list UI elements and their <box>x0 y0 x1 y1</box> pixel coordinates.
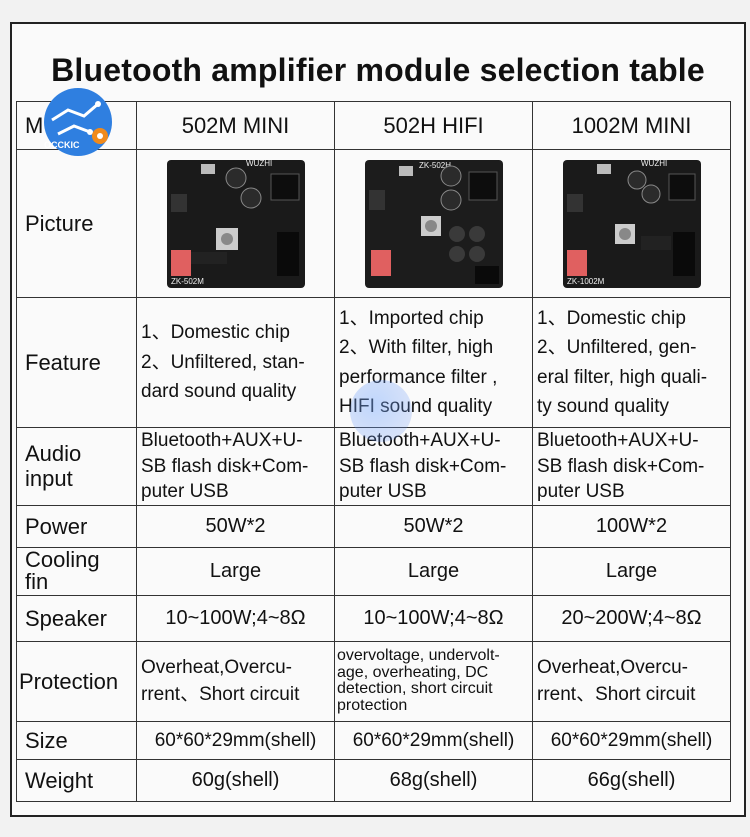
svg-text:WUZHI: WUZHI <box>246 159 272 168</box>
audio-line: SB flash disk+Com- <box>537 455 705 477</box>
protection-line: rrent、Short circuit <box>537 684 696 706</box>
svg-text:ZK-502M: ZK-502M <box>171 277 204 286</box>
audio-line: puter USB <box>537 481 625 503</box>
feature-line: HIFI sound quality <box>339 395 493 417</box>
feature-label: Feature <box>16 297 137 428</box>
feature-line: 2、With filter, high <box>339 337 494 359</box>
protection-label: Protection <box>16 640 137 722</box>
picture-label: Picture <box>16 149 137 298</box>
feature-line: 2、Unfiltered, stan- <box>141 351 305 373</box>
cooling-502m: Large <box>136 546 335 596</box>
cooling-label-line: fin <box>25 569 49 595</box>
weight-502m: 60g(shell) <box>136 758 335 802</box>
feature-line: ty sound quality <box>537 395 670 417</box>
protection-row: Protection Overheat,Overcu- rrent、Short … <box>16 640 731 722</box>
board-502h-image: ZK-502H <box>364 159 503 288</box>
weight-1002m: 66g(shell) <box>532 758 731 802</box>
cooling-label-line: Cooling <box>25 547 100 573</box>
weight-502h: 68g(shell) <box>334 758 533 802</box>
cooling-fin-label: Cooling fin <box>16 546 137 596</box>
audio-label-line: input <box>25 466 73 492</box>
audio-line: SB flash disk+Com- <box>141 455 309 477</box>
board-image-1002m: WUZHI ZK-1002M <box>532 149 731 298</box>
audio-line: Bluetooth+AUX+U- <box>141 430 303 451</box>
brand-logo-icon: OCCKIC <box>44 88 112 156</box>
protection-line: overvoltage, undervolt- <box>337 646 500 664</box>
audio-input-label: Audio input <box>16 427 137 506</box>
speaker-row: Speaker 10~100W;4~8Ω 10~100W;4~8Ω 20~200… <box>16 594 731 642</box>
power-row: Power 50W*2 50W*2 100W*2 <box>16 504 731 548</box>
protection-502m: Overheat,Overcu- rrent、Short circuit <box>136 640 335 722</box>
board-image-502h: ZK-502H <box>334 149 533 298</box>
board-1002m-image: WUZHI ZK-1002M <box>562 159 701 288</box>
feature-line: 1、Domestic chip <box>141 322 290 344</box>
protection-line: rrent、Short circuit <box>141 684 300 706</box>
size-502m: 60*60*29mm(shell) <box>136 720 335 760</box>
size-1002m: 60*60*29mm(shell) <box>532 720 731 760</box>
power-502m: 50W*2 <box>136 504 335 548</box>
speaker-502h: 10~100W;4~8Ω <box>334 594 533 642</box>
audio-input-row: Audio input Bluetooth+AUX+U- SB flash di… <box>16 427 731 506</box>
protection-1002m: Overheat,Overcu- rrent、Short circuit <box>532 640 731 722</box>
audio-line: Bluetooth+AUX+U- <box>339 430 501 451</box>
protection-line: Overheat,Overcu- <box>537 656 688 678</box>
audio-line: puter USB <box>339 481 427 503</box>
audio-line: Bluetooth+AUX+U- <box>537 430 699 451</box>
feature-line: 2、Unfiltered, gen- <box>537 337 697 359</box>
audio-cell-502h: Bluetooth+AUX+U- SB flash disk+Com- pute… <box>334 427 533 506</box>
protection-line: Overheat,Overcu- <box>141 656 292 678</box>
audio-line: SB flash disk+Com- <box>339 455 507 477</box>
feature-cell-502h: 1、Imported chip 2、With filter, high perf… <box>334 297 533 428</box>
svg-text:OCCKIC: OCCKIC <box>44 140 80 150</box>
power-502h: 50W*2 <box>334 504 533 548</box>
weight-row: Weight 60g(shell) 68g(shell) 66g(shell) <box>16 758 731 802</box>
protection-line: detection, short circuit <box>337 680 493 698</box>
power-label: Power <box>16 504 137 548</box>
feature-line: dard sound quality <box>141 381 297 403</box>
board-502m-image: WUZHI ZK-502M <box>166 159 305 288</box>
feature-line: 1、Imported chip <box>339 307 484 329</box>
model-1002m-mini: 1002M MINI <box>532 101 731 150</box>
protection-line: protection <box>337 697 408 715</box>
svg-text:ZK-502H: ZK-502H <box>419 161 451 170</box>
feature-line: performance filter , <box>339 366 498 388</box>
board-image-502m: WUZHI ZK-502M <box>136 149 335 298</box>
protection-line: age, overheating, DC <box>337 663 489 681</box>
feature-row: Feature 1、Domestic chip 2、Unfiltered, st… <box>16 297 731 428</box>
svg-text:ZK-1002M: ZK-1002M <box>567 277 605 286</box>
audio-label-line: Audio <box>25 441 82 467</box>
feature-cell-502m: 1、Domestic chip 2、Unfiltered, stan- dard… <box>136 297 335 428</box>
speaker-502m: 10~100W;4~8Ω <box>136 594 335 642</box>
size-row: Size 60*60*29mm(shell) 60*60*29mm(shell)… <box>16 720 731 760</box>
power-1002m: 100W*2 <box>532 504 731 548</box>
feature-cell-1002m: 1、Domestic chip 2、Unfiltered, gen- eral … <box>532 297 731 428</box>
cooling-fin-row: Cooling fin Large Large Large <box>16 546 731 596</box>
audio-cell-1002m: Bluetooth+AUX+U- SB flash disk+Com- pute… <box>532 427 731 506</box>
speaker-1002m: 20~200W;4~8Ω <box>532 594 731 642</box>
cooling-1002m: Large <box>532 546 731 596</box>
size-label: Size <box>16 720 137 760</box>
audio-line: puter USB <box>141 481 229 503</box>
audio-cell-502m: Bluetooth+AUX+U- SB flash disk+Com- pute… <box>136 427 335 506</box>
model-502m-mini: 502M MINI <box>136 101 335 150</box>
model-502h-hifi: 502H HIFI <box>334 101 533 150</box>
picture-row: Picture WUZHI ZK-502M <box>16 149 731 298</box>
speaker-label: Speaker <box>16 594 137 642</box>
weight-label: Weight <box>16 758 137 802</box>
feature-line: eral filter, high quali- <box>537 366 708 388</box>
header-row: M 502M MINI 502H HIFI 1002M MINI <box>16 101 731 150</box>
comparison-table: M 502M MINI 502H HIFI 1002M MINI Picture… <box>16 101 731 802</box>
svg-text:WUZHI: WUZHI <box>641 159 667 168</box>
protection-502h: overvoltage, undervolt- age, overheating… <box>334 640 533 722</box>
cooling-502h: Large <box>334 546 533 596</box>
feature-line: 1、Domestic chip <box>537 307 686 329</box>
page-title: Bluetooth amplifier module selection tab… <box>51 52 705 88</box>
size-502h: 60*60*29mm(shell) <box>334 720 533 760</box>
